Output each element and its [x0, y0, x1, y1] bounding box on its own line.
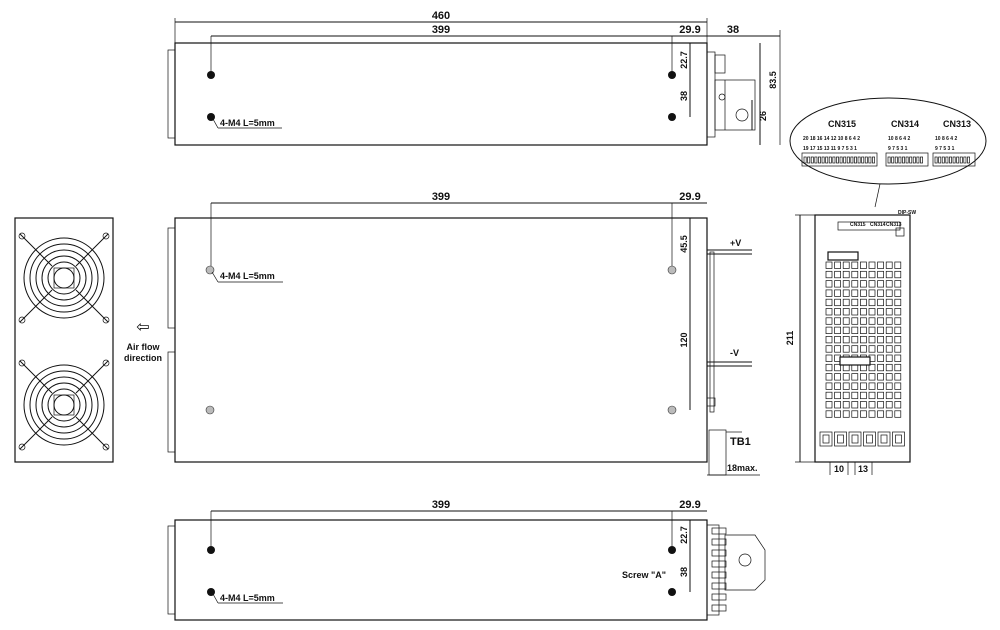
- top-view: 460 399 29.9 38 22.7 38 83.5 26 4-M4 L=5…: [167, 10, 781, 146]
- tb1-label: TB1: [730, 436, 751, 448]
- board-label-cn315: CN315: [850, 222, 866, 228]
- top-view-fan-edge: [167, 49, 176, 139]
- front-fan-edge-1: [167, 227, 176, 329]
- dim-460: 460: [432, 10, 450, 22]
- top-bracket: [714, 79, 756, 131]
- top-hole-4: [668, 113, 676, 121]
- bottom-hole-3: [668, 546, 676, 554]
- front-view: 399 29.9 45.5 120 +V -V TB1 18max. 4-M4 …: [167, 191, 760, 476]
- side-terminals: [819, 431, 905, 447]
- top-bracket-rivet: [718, 93, 726, 101]
- dim-29-9-bottom: 29.9: [679, 499, 700, 511]
- top-terminal-block: [706, 51, 716, 138]
- tb1-block: [708, 429, 727, 476]
- cn314-row-top: 10 8 6 4 2: [888, 136, 910, 142]
- connector-pins: [803, 156, 970, 164]
- side-slot-2: [839, 356, 871, 366]
- front-fan-edge-2: [167, 351, 176, 453]
- dim-22-7-bottom: 22.7: [679, 526, 689, 544]
- cn313-row-top: 10 8 6 4 2: [935, 136, 957, 142]
- front-hole-2: [205, 405, 215, 415]
- bottom-terminal-block: [706, 524, 720, 616]
- cn313-label: CN313: [943, 119, 971, 129]
- fan-guard-1: [18, 232, 110, 324]
- busbar: [709, 251, 715, 413]
- board-label-cn314: CN314: [870, 222, 886, 228]
- dim-120: 120: [679, 332, 689, 347]
- cn313-housing: [932, 152, 976, 167]
- dim-22-7-top: 22.7: [679, 51, 689, 69]
- dim-45-5: 45.5: [679, 235, 689, 253]
- dim-38-vert-top: 38: [679, 91, 689, 101]
- dim-399-bottom: 399: [432, 499, 450, 511]
- screw-label-top: 4-M4 L=5mm: [220, 118, 275, 128]
- top-terminal-1: [714, 54, 726, 74]
- dim-29-9-front: 29.9: [679, 191, 700, 203]
- airflow-label-2: direction: [124, 353, 162, 363]
- bottom-view: 399 29.9 22.7 38 Screw "A" 4-M4 L=5mm: [167, 499, 766, 621]
- dim-38-top: 38: [727, 24, 739, 36]
- dim-26: 26: [758, 111, 768, 121]
- dim-38-bottom: 38: [679, 567, 689, 577]
- minus-v-label: -V: [730, 348, 739, 358]
- top-bracket-hole: [735, 108, 749, 122]
- vent-grid: [825, 261, 902, 418]
- cn315-row-bottom: 19 17 15 13 11 9 7 5 3 1: [803, 146, 857, 152]
- airflow-label-1: Air flow: [127, 342, 161, 352]
- dim-211: 211: [785, 331, 795, 346]
- screw-a-label: Screw "A": [622, 570, 666, 580]
- dip-switch: [895, 227, 905, 237]
- cn315-row-top: 20 18 16 14 12 10 8 6 4 2: [803, 136, 860, 142]
- board-label-cn313: CN313: [886, 222, 902, 228]
- fan-view: ⇦ Air flow direction: [14, 217, 162, 463]
- dim-399-front: 399: [432, 191, 450, 203]
- dim-18max: 18max.: [727, 463, 758, 473]
- front-hole-3: [667, 265, 677, 275]
- bottom-fan-edge: [167, 525, 176, 615]
- dim-29-9-top: 29.9: [679, 24, 700, 36]
- fan-guard-2: [18, 359, 110, 451]
- dim-13: 13: [858, 464, 868, 474]
- plus-v-label: +V: [730, 238, 741, 248]
- side-slot-1: [827, 251, 859, 261]
- dim-399-top: 399: [432, 24, 450, 36]
- screw-label-front: 4-M4 L=5mm: [220, 271, 275, 281]
- top-view-body: [174, 42, 708, 146]
- dim-10: 10: [834, 464, 844, 474]
- bottom-hole-4: [668, 588, 676, 596]
- connector-callout: CN315 CN314 CN313 20 18 16 14 12 10 8 6 …: [789, 97, 987, 208]
- cn313-row-bottom: 9 7 5 3 1: [935, 146, 955, 152]
- dip-sw-label: DIP-SW: [898, 210, 916, 216]
- front-view-body: [174, 217, 708, 463]
- bottom-screws: [711, 527, 727, 612]
- cn314-housing: [885, 152, 929, 167]
- cn314-row-bottom: 9 7 5 3 1: [888, 146, 908, 152]
- screw-label-bottom: 4-M4 L=5mm: [220, 593, 275, 603]
- callout-ellipse: [789, 97, 987, 185]
- cn315-housing: [801, 152, 878, 167]
- dim-83-5: 83.5: [768, 71, 778, 89]
- bottom-bracket-hole: [738, 553, 752, 567]
- side-view: CN315 CN314 CN313 DIP-SW 211 10 13: [785, 210, 916, 475]
- side-connector-strip: [837, 221, 901, 231]
- bottom-hole-1: [207, 546, 215, 554]
- bottom-bracket: [724, 534, 766, 591]
- airflow-arrow-icon: ⇦: [136, 319, 149, 336]
- front-hole-4: [667, 405, 677, 415]
- cn315-label: CN315: [828, 119, 856, 129]
- cn314-label: CN314: [891, 119, 919, 129]
